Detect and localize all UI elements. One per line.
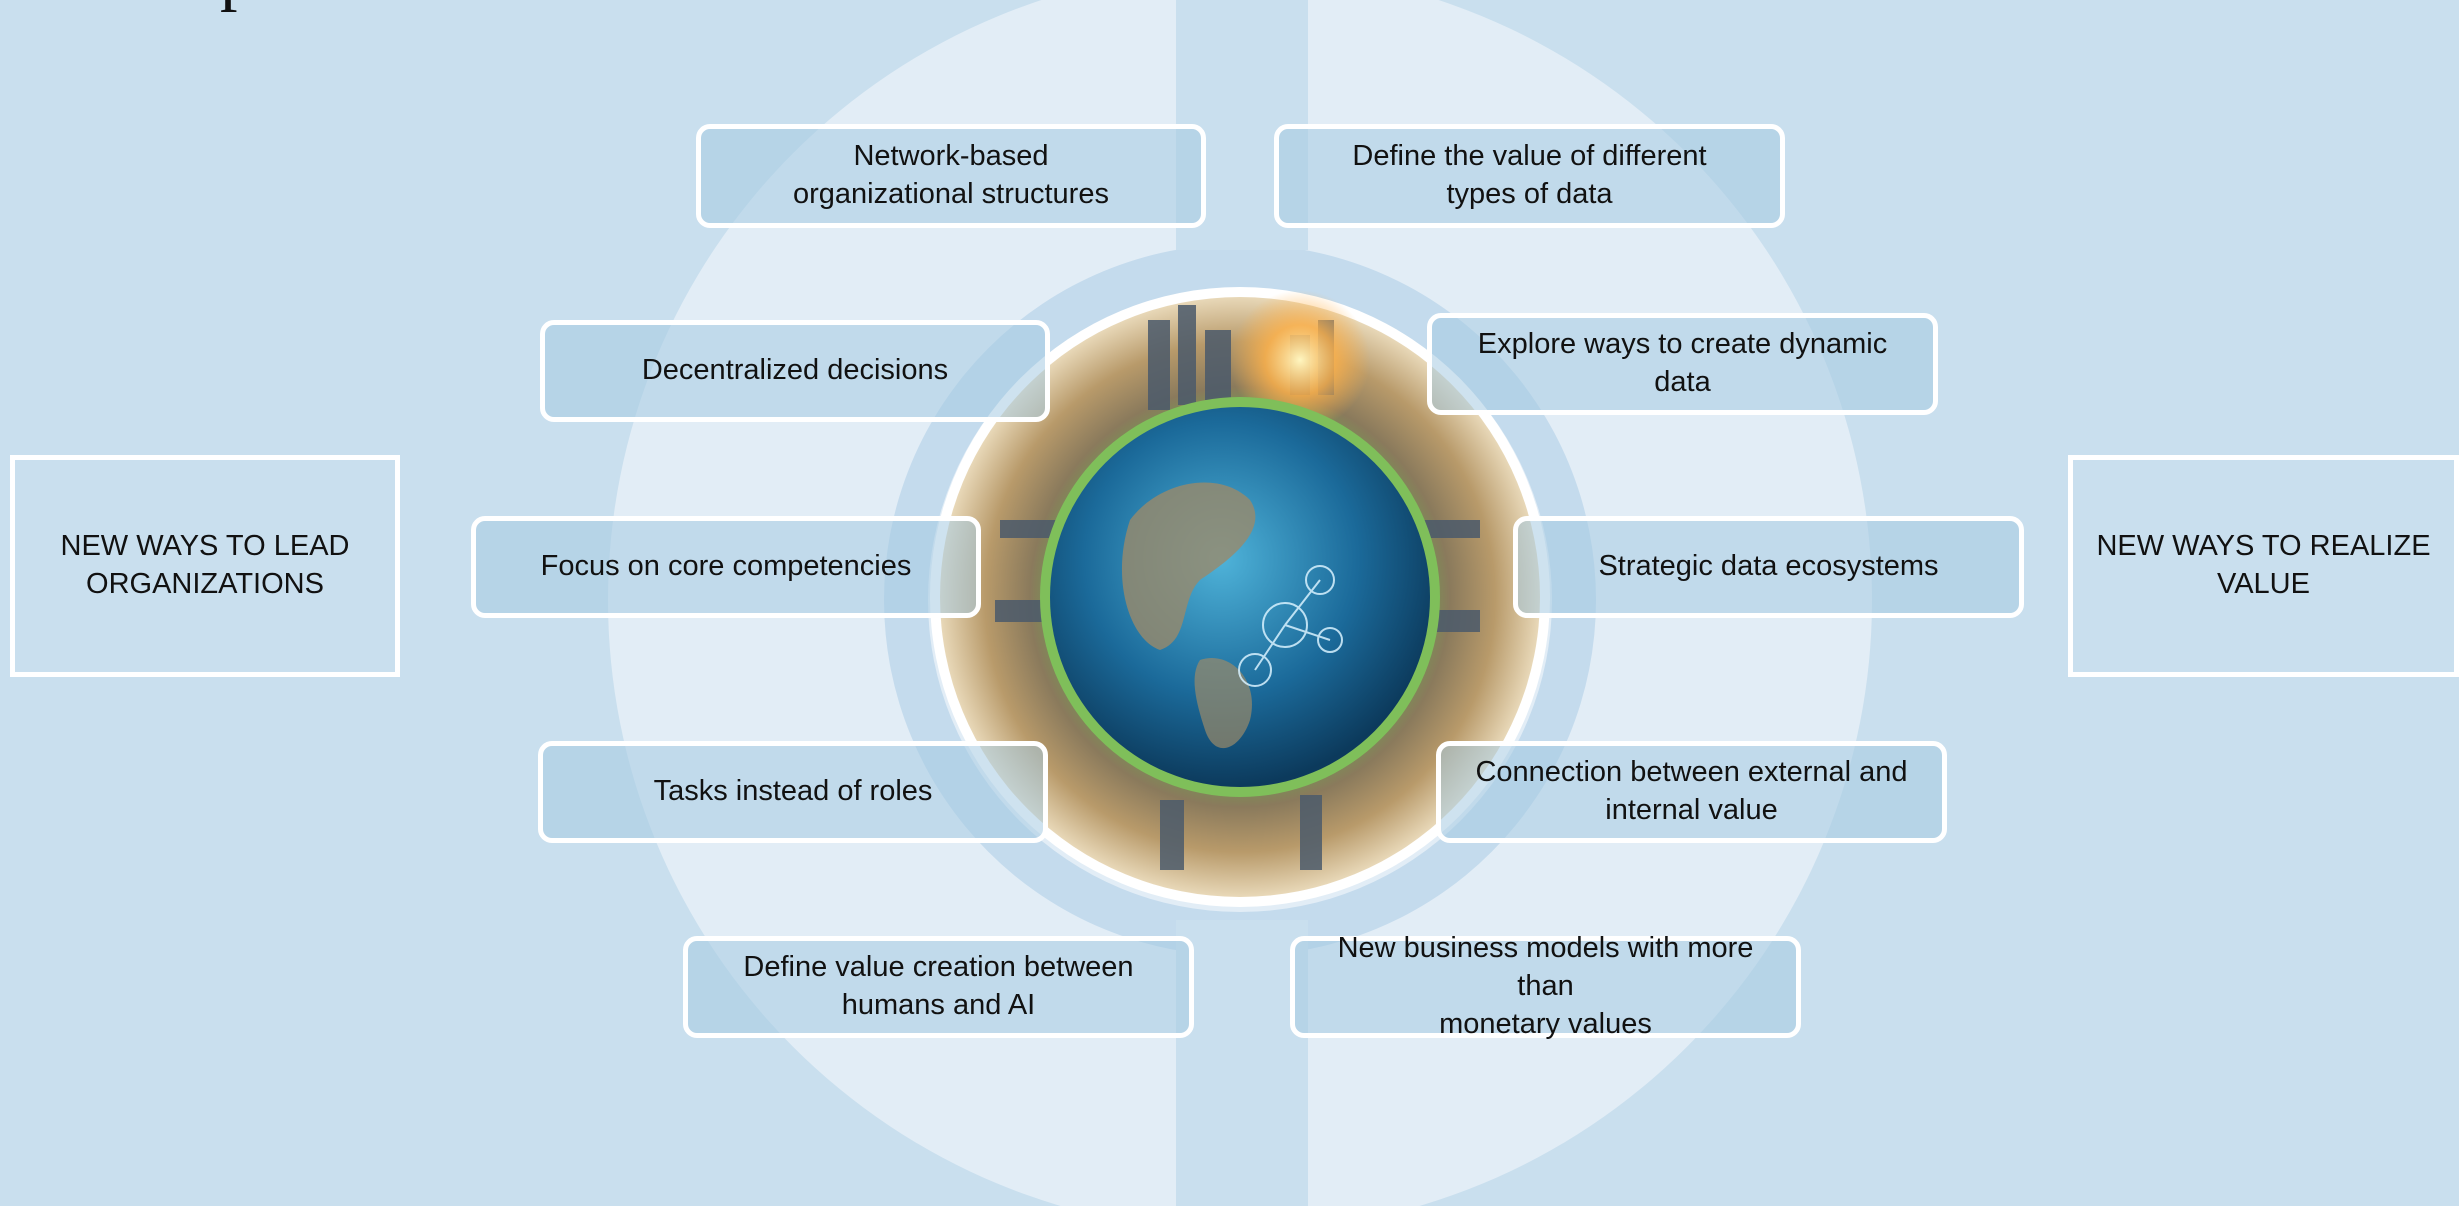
right-item-label: Define the value of different types of d…	[1352, 140, 1707, 210]
left-item-label: Tasks instead of roles	[653, 775, 933, 808]
right-item-dynamic-data: Explore ways to create dynamic data	[1427, 313, 1938, 415]
left-item-value-creation-humans-ai: Define value creation between humans and…	[683, 936, 1194, 1038]
title-fragment: p	[220, 0, 255, 10]
left-item-label: Decentralized decisions	[641, 354, 949, 387]
right-item-external-internal-value: Connection between external and internal…	[1436, 741, 1947, 843]
right-item-label: Strategic data ecosystems	[1598, 550, 1939, 583]
left-item-label: Focus on core competencies	[540, 550, 912, 583]
vertical-band-bottom	[1176, 920, 1308, 1206]
right-item-label: Explore ways to create dynamic data	[1477, 328, 1888, 398]
right-item-value-of-data: Define the value of different types of d…	[1274, 124, 1785, 228]
left-item-network-structures: Network-based organizational structures	[696, 124, 1206, 228]
globe-city-collage-icon	[930, 287, 1550, 907]
right-panel-label: NEW WAYS TO REALIZE VALUE	[2096, 530, 2431, 600]
left-item-label: Define value creation between humans and…	[743, 951, 1134, 1021]
right-item-business-models: New business models with more than monet…	[1290, 932, 1801, 1040]
left-item-decentralized-decisions: Decentralized decisions	[540, 320, 1050, 422]
right-panel-realize-value: NEW WAYS TO REALIZE VALUE	[2068, 455, 2459, 677]
left-item-core-competencies: Focus on core competencies	[471, 516, 981, 618]
right-item-label: Connection between external and internal…	[1475, 756, 1908, 826]
left-panel-lead-organizations: NEW WAYS TO LEAD ORGANIZATIONS	[10, 455, 400, 677]
left-panel-label: NEW WAYS TO LEAD ORGANIZATIONS	[60, 530, 350, 600]
right-item-data-ecosystems: Strategic data ecosystems	[1513, 516, 2024, 618]
right-item-label: New business models with more than monet…	[1337, 932, 1754, 1040]
left-item-label: Network-based organizational structures	[793, 140, 1109, 210]
left-item-tasks-instead-of-roles: Tasks instead of roles	[538, 741, 1048, 843]
